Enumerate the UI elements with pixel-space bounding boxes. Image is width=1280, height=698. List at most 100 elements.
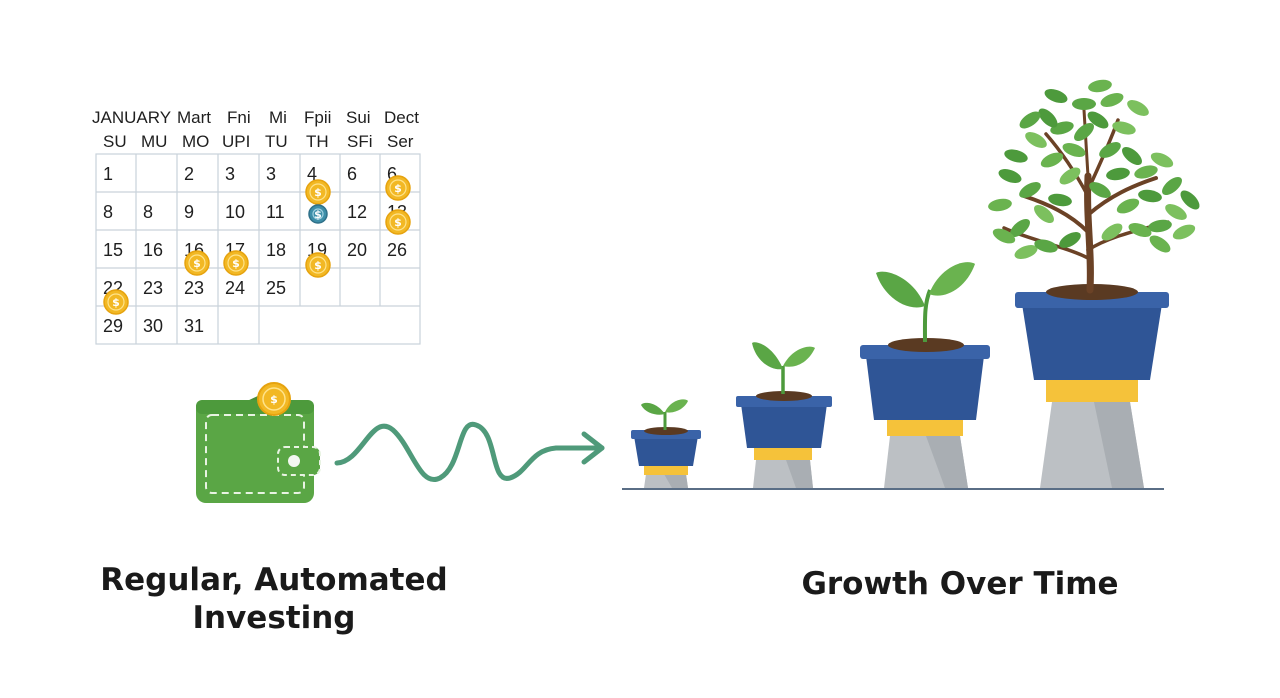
calendar-days: 1233466889101112131516161718192026222323…	[103, 164, 407, 336]
leaf	[1172, 224, 1196, 240]
leaf	[1116, 198, 1140, 214]
coin-icon: $	[305, 179, 331, 205]
coin-icon: $	[103, 289, 129, 315]
svg-text:$: $	[394, 216, 402, 229]
potted-plant-icon	[631, 399, 701, 488]
leaf	[1150, 152, 1174, 168]
leaf	[1122, 147, 1142, 165]
caption-growth-over-time: Growth Over Time	[801, 566, 1119, 602]
calendar-day: 8	[103, 202, 113, 222]
calendar-day: 10	[225, 202, 245, 222]
calendar-header: JANUARY Mart Fni Mi Fpii Sui Dect SU MU …	[92, 108, 419, 151]
leaf	[1004, 149, 1028, 163]
leaf	[992, 228, 1016, 244]
leaf	[1165, 204, 1187, 220]
leaf	[1038, 108, 1058, 128]
calendar-month-label: JANUARY	[92, 108, 171, 127]
caption-line: Investing	[192, 600, 356, 636]
calendar-month-label: Fpii	[304, 108, 331, 127]
leaf	[1148, 219, 1172, 233]
leaf	[1100, 93, 1124, 107]
calendar-coins: $ $ $ $ $ $ $ $	[103, 175, 411, 315]
leaf	[1112, 121, 1136, 135]
leaf	[1044, 89, 1068, 103]
leaf	[1072, 98, 1096, 110]
leaf	[1019, 111, 1041, 129]
potted-plant-icon	[860, 262, 990, 488]
coin-icon: $	[385, 175, 411, 201]
leaf	[1062, 143, 1086, 157]
calendar-day: 12	[347, 202, 367, 222]
caption-line: Regular, Automated	[100, 562, 448, 598]
caption-regular-investing: Regular, Automated Investing	[84, 561, 464, 637]
calendar-day: 20	[347, 240, 367, 260]
coin-icon: $	[308, 204, 328, 224]
calendar-day: 23	[143, 278, 163, 298]
calendar-month-label: Mi	[269, 108, 287, 127]
coin-icon: $	[184, 250, 210, 276]
calendar-weekday-label: UPI	[222, 132, 250, 151]
leaf	[1149, 235, 1171, 253]
leaf	[1101, 223, 1123, 241]
calendar-month-label: Fni	[227, 108, 251, 127]
calendar-month-label: Dect	[384, 108, 419, 127]
svg-text:$: $	[193, 257, 201, 270]
leaf	[1099, 142, 1121, 158]
calendar-weekday-label: MO	[182, 132, 209, 151]
leaf	[1138, 189, 1162, 203]
svg-text:$: $	[270, 393, 278, 406]
calendar-day: 23	[184, 278, 204, 298]
leaf	[1010, 219, 1030, 237]
leaf	[1087, 111, 1109, 129]
calendar-day: 3	[266, 164, 276, 184]
leaf	[1127, 100, 1149, 116]
calendar-day: 1	[103, 164, 113, 184]
leaf	[1074, 123, 1094, 141]
calendar-day: 30	[143, 316, 163, 336]
coin-icon: $	[385, 209, 411, 235]
leaf	[1025, 132, 1047, 148]
leaf	[1059, 232, 1081, 248]
wave-arrow-icon	[334, 421, 605, 482]
tree-foliage	[988, 79, 1200, 259]
wallet-icon	[196, 394, 321, 503]
calendar-day: 4	[307, 164, 317, 184]
calendar-weekday-label: TH	[306, 132, 329, 151]
coin-icon: $	[305, 252, 331, 278]
calendar-icon: JANUARY Mart Fni Mi Fpii Sui Dect SU MU …	[92, 108, 421, 345]
potted-plant-icon	[736, 342, 832, 488]
calendar-day: 3	[225, 164, 235, 184]
svg-text:$: $	[314, 259, 322, 272]
svg-text:$: $	[394, 182, 402, 195]
coin-icon: $	[257, 382, 291, 416]
leaf	[1048, 193, 1072, 207]
calendar-weekday-label: MU	[141, 132, 167, 151]
calendar-day: 8	[143, 202, 153, 222]
leaf	[1162, 177, 1182, 195]
leaf	[1019, 182, 1041, 198]
calendar-day: 18	[266, 240, 286, 260]
calendar-weekday-label: Ser	[387, 132, 414, 151]
leaf	[1040, 152, 1064, 168]
leaf	[998, 169, 1022, 183]
leaf	[1134, 165, 1158, 179]
calendar-grid	[95, 153, 421, 345]
calendar-day: 31	[184, 316, 204, 336]
leaf	[1034, 239, 1058, 253]
calendar-day: 29	[103, 316, 123, 336]
calendar-weekday-label: SFi	[347, 132, 373, 151]
leaf	[1180, 190, 1200, 210]
calendar-month-label: Mart	[177, 108, 211, 127]
svg-text:$: $	[314, 186, 322, 199]
leaf	[1128, 223, 1152, 237]
leaf	[1059, 167, 1081, 185]
leaf	[1089, 182, 1111, 198]
svg-text:$: $	[232, 257, 240, 270]
calendar-day: 15	[103, 240, 123, 260]
calendar-day: 24	[225, 278, 245, 298]
calendar-weekday-label: SU	[103, 132, 127, 151]
calendar-day: 2	[184, 164, 194, 184]
leaf	[1106, 167, 1130, 181]
tree-icon	[988, 79, 1200, 488]
